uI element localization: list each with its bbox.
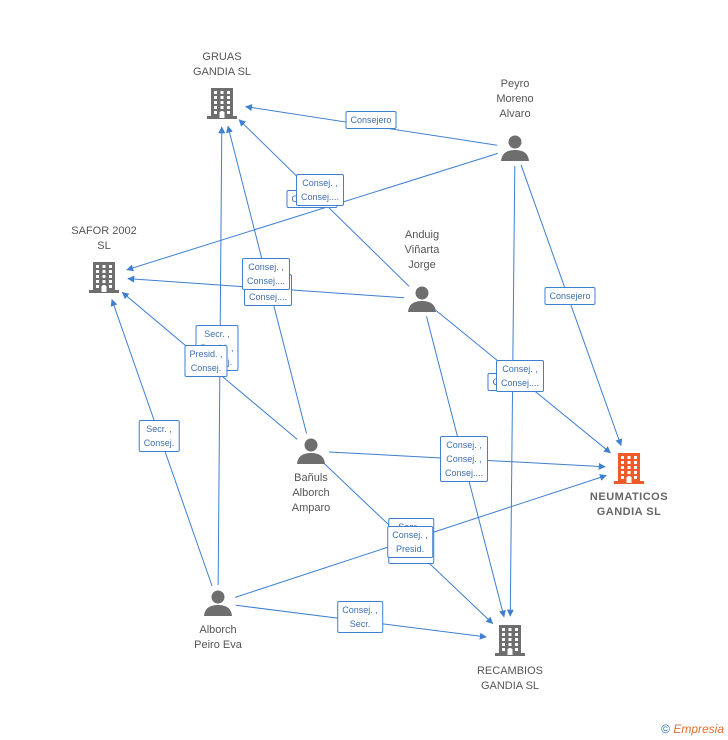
edge-label-banuls-gruas[interactable]: Consej. , Consej.... bbox=[241, 258, 291, 290]
edge-label-alborch-gruas[interactable]: Presid. , Consej. bbox=[184, 345, 228, 377]
node-label-alborch[interactable]: Alborch Peiro Eva bbox=[194, 624, 242, 651]
edge-label-anduig-gruas[interactable]: Consej. , Consej.... bbox=[295, 174, 345, 206]
alborch-person-icon[interactable] bbox=[204, 590, 232, 617]
gruas-building-icon[interactable] bbox=[207, 88, 237, 119]
brand-logo[interactable]: Empresia bbox=[673, 722, 724, 736]
edge-label-alborch-safor[interactable]: Secr. , Consej. bbox=[138, 420, 180, 452]
edge-peyro-safor bbox=[126, 152, 498, 272]
edge-label-anduig-neumaticos[interactable]: Consej. , Consej.... bbox=[495, 360, 545, 392]
node-label-gruas[interactable]: GRUAS GANDIA SL bbox=[192, 51, 252, 78]
edge-label-alborch-recambios[interactable]: Consej. , Secr. bbox=[337, 601, 383, 633]
edge-label-peyro-neumaticos[interactable]: Consejero bbox=[544, 287, 596, 305]
node-label-banuls[interactable]: Bañuls Alborch Amparo bbox=[291, 472, 331, 514]
node-label-recambios[interactable]: RECAMBIOS GANDIA SL bbox=[476, 665, 544, 692]
copyright-symbol: © bbox=[661, 722, 670, 736]
node-label-neumaticos[interactable]: NEUMATICOS GANDIA SL bbox=[589, 491, 669, 518]
edge-peyro-neumaticos bbox=[520, 164, 623, 447]
peyro-person-icon[interactable] bbox=[501, 135, 529, 162]
anduig-person-icon[interactable] bbox=[408, 286, 436, 313]
node-label-peyro[interactable]: Peyro Moreno Alvaro bbox=[496, 78, 534, 120]
edge-label-peyro-gruas[interactable]: Consejero bbox=[345, 111, 397, 129]
recambios-building-icon[interactable] bbox=[495, 625, 525, 656]
nodes-layer bbox=[89, 88, 644, 656]
edge-label-alborch-neumaticos[interactable]: Consej. , Presid. bbox=[387, 526, 433, 558]
node-label-anduig[interactable]: Anduig Viñarta Jorge bbox=[404, 229, 440, 271]
neumaticos-building-icon[interactable] bbox=[614, 453, 644, 484]
node-label-safor[interactable]: SAFOR 2002 SL bbox=[71, 225, 137, 252]
safor-building-icon[interactable] bbox=[89, 262, 119, 293]
footer: © Empresia bbox=[661, 722, 724, 736]
edge-label-banuls-neumaticos[interactable]: Consej. , Consej. , Consej.... bbox=[439, 436, 489, 482]
banuls-person-icon[interactable] bbox=[297, 438, 325, 465]
